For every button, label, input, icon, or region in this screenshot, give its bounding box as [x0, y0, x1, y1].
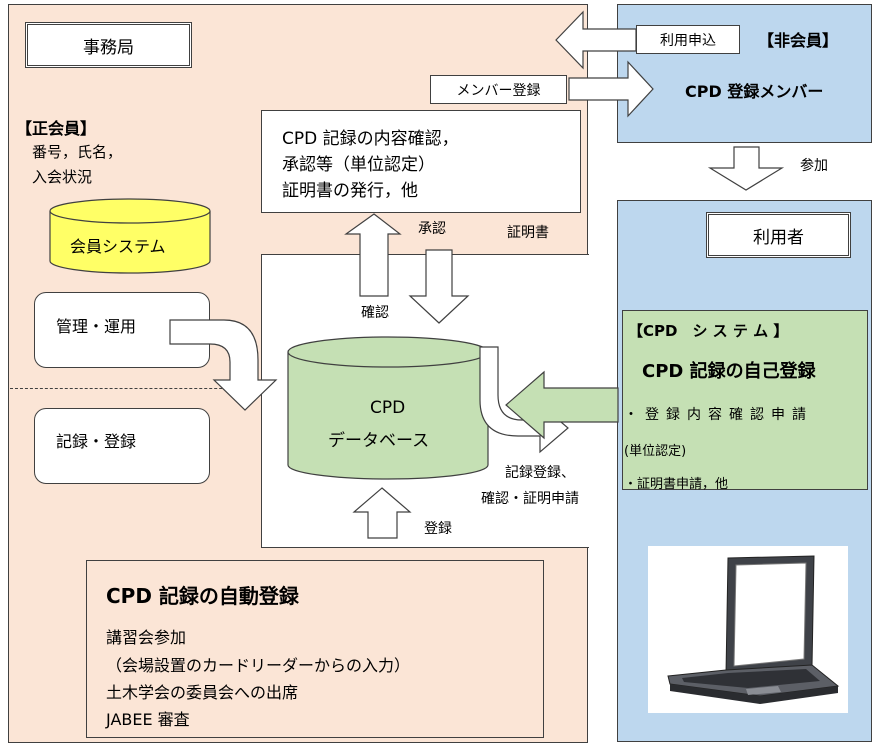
database-line2: データベース: [328, 431, 430, 451]
database-line1: CPD: [370, 398, 406, 418]
apply-label: 利用申込: [660, 32, 716, 49]
participate-label: 参加: [800, 158, 828, 174]
non-member-title: CPD 登録メンバー: [685, 82, 824, 101]
auto-register-line2: （会場設置のカードリーダーからの入力）: [106, 656, 411, 675]
confirm-label: 確認: [361, 305, 389, 321]
approve-label: 承認: [418, 221, 446, 237]
full-member-line1: 番号，氏名，: [32, 143, 123, 161]
user-title-box: 利用者: [706, 212, 851, 258]
management-label: 管理・運用: [56, 317, 137, 336]
record-register-box: [34, 408, 210, 484]
auto-register-line4: JABEE 審査: [106, 710, 190, 729]
user-item2: ・証明書申請，他: [624, 477, 729, 492]
confirm-line3: 証明書の発行，他: [282, 181, 418, 201]
certificate-label: 証明書: [507, 225, 549, 241]
laptop-image: [648, 546, 848, 713]
member-system-label: 会員システム: [70, 237, 166, 256]
full-member-heading: 【正会員】: [16, 119, 97, 138]
user-item1b: (単位認定): [624, 444, 687, 459]
record-register-arrow-label: 記録登録、: [505, 465, 575, 481]
auto-register-line3: 土木学会の委員会への出席: [106, 683, 299, 702]
confirm-box: [261, 110, 581, 213]
self-register-title: CPD 記録の自己登録: [642, 361, 816, 382]
full-member-line2: 入会状況: [32, 168, 93, 186]
cpd-system-panel: [622, 310, 868, 490]
apply-label-box: 利用申込: [636, 25, 740, 54]
confirm-line2: 承認等（単位認定）: [282, 155, 435, 175]
confirm-line1: CPD 記録の内容確認，: [282, 129, 459, 149]
laptop-icon: [667, 555, 840, 704]
divider: [10, 388, 262, 389]
member-register-label: メンバー登録: [456, 82, 541, 99]
register-label: 登録: [424, 521, 452, 537]
confirm-cert-request-label: 確認・証明申請: [481, 491, 579, 507]
office-title: 事務局: [83, 37, 134, 58]
auto-register-title: CPD 記録の自動登録: [106, 584, 299, 608]
user-item1: ・登録内容確認申請: [624, 407, 813, 423]
cpd-system-heading: 【CPD シ ス テ ム 】: [628, 322, 789, 340]
auto-register-line1: 講習会参加: [106, 628, 187, 647]
auto-register-box: [86, 560, 544, 738]
member-register-label-box: メンバー登録: [430, 75, 567, 104]
user-title: 利用者: [753, 227, 804, 248]
record-register-label: 記録・登録: [56, 432, 137, 451]
non-member-heading: 【非会員】: [758, 31, 839, 50]
office-title-box: 事務局: [25, 22, 192, 68]
